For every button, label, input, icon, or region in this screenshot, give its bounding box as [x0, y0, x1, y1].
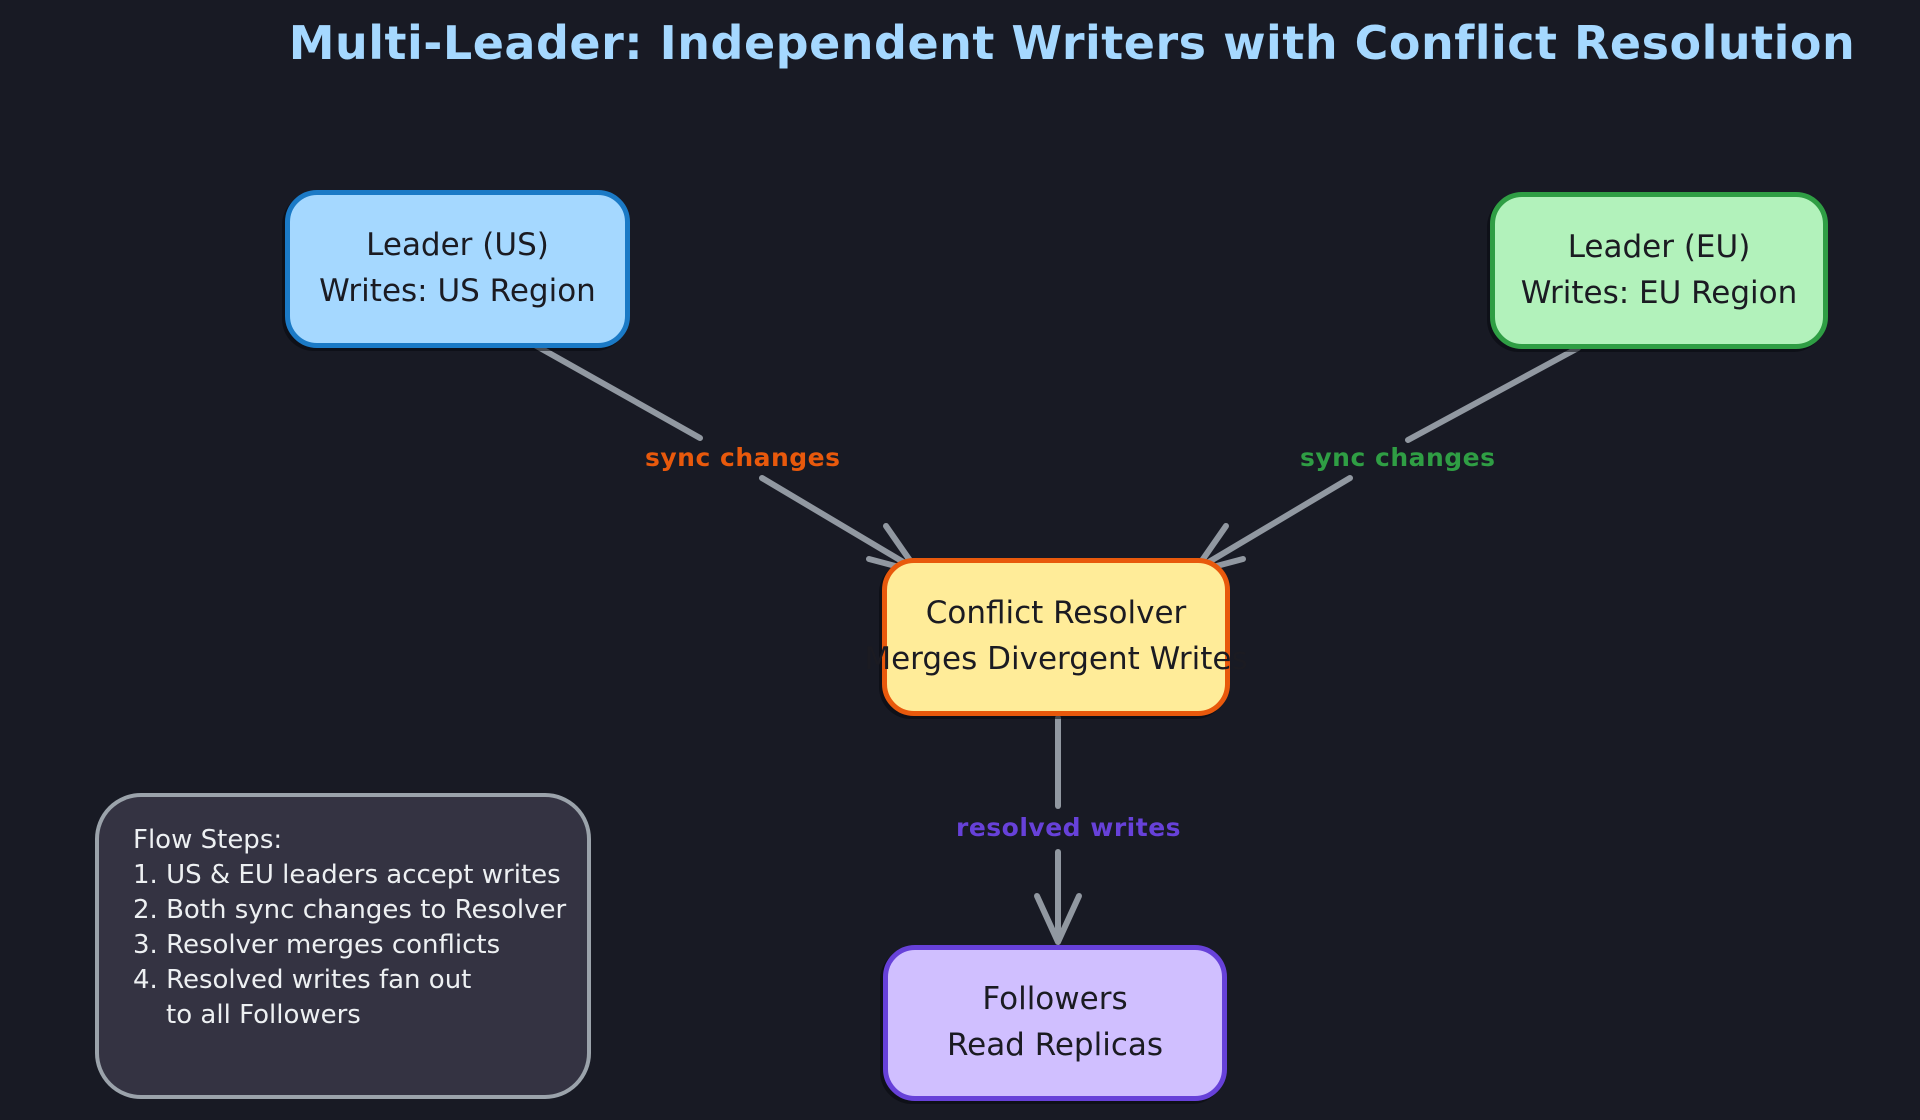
flow-step-1: 1. US & EU leaders accept writes	[133, 860, 561, 890]
node-leader-eu-subtitle: Writes: EU Region	[1520, 274, 1798, 311]
flow-step-4: 4. Resolved writes fan out	[133, 965, 472, 995]
node-conflict-resolver-title: Conflict Resolver	[925, 595, 1187, 632]
edge-label-resolved-writes: resolved writes	[956, 813, 1182, 842]
flow-steps-panel: Flow Steps: 1. US & EU leaders accept wr…	[95, 793, 591, 1099]
flow-step-4-continued: to all Followers	[133, 1000, 361, 1030]
node-leader-us-title: Leader (US)	[366, 227, 549, 264]
node-leader-us-subtitle: Writes: US Region	[319, 273, 596, 309]
flow-steps-heading: Flow Steps:	[133, 825, 283, 855]
node-followers-subtitle: Read Replicas	[946, 1027, 1164, 1063]
node-leader-eu: Leader (EU) Writes: EU Region	[1490, 192, 1828, 349]
node-leader-eu-title: Leader (EU)	[1567, 228, 1751, 265]
diagram-title: Multi-Leader: Independent Writers with C…	[288, 16, 1856, 70]
node-leader-us: Leader (US) Writes: US Region	[285, 190, 630, 348]
flow-step-3: 3. Resolver merges conflicts	[133, 930, 501, 960]
node-followers-title: Followers	[982, 981, 1128, 1018]
arrow-resolver-to-followers	[1034, 715, 1082, 945]
edge-label-eu-sync: sync changes	[1300, 443, 1496, 472]
node-followers: Followers Read Replicas	[883, 945, 1227, 1101]
node-conflict-resolver-subtitle: Merges Divergent Writes	[864, 641, 1248, 677]
node-conflict-resolver: Conflict Resolver Merges Divergent Write…	[864, 558, 1248, 716]
flow-step-2: 2. Both sync changes to Resolver	[133, 895, 567, 925]
edge-label-us-sync: sync changes	[645, 443, 841, 472]
